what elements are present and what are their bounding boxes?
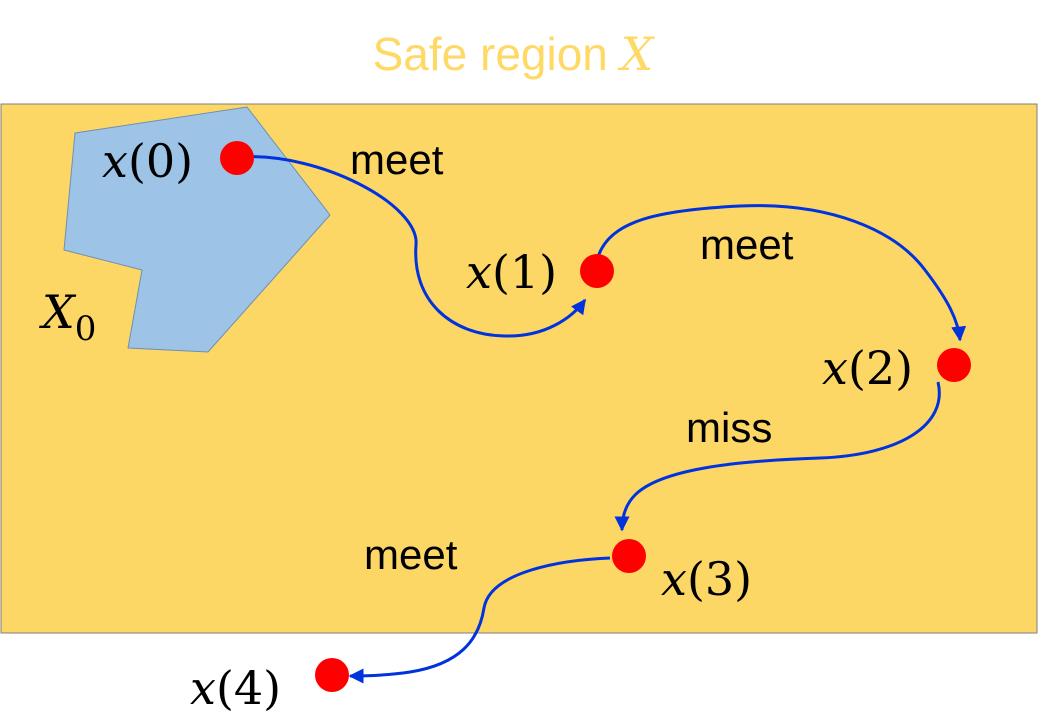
state-label-0-var: x [102,134,128,188]
state-label-3-var: x [661,552,687,606]
state-point-4 [315,658,349,692]
initial-set-label: X0 [39,285,96,349]
state-label-2-index: (2) [848,341,913,395]
state-label-1-index: (1) [492,245,557,299]
state-label-4-index: (4) [216,661,281,715]
state-point-1 [580,254,614,288]
transition-arrow-2-3 [614,381,941,532]
state-label-3-index: (3) [687,552,752,606]
state-label-0: x(0) [102,134,193,188]
transition-arrow-0-1 [239,155,587,338]
transition-label-1: meet [700,221,794,268]
state-point-2 [937,348,971,382]
initial-set-polygon [63,106,331,353]
state-label-1: x(1) [466,245,557,299]
transition-label-2: miss [686,404,772,451]
state-label-0-index: (0) [128,134,193,188]
title-prefix: Safe region [373,28,621,80]
initial-set-symbol: X [39,285,77,339]
state-label-4-var: x [190,661,216,715]
state-point-3 [612,539,646,573]
initial-set-subscript: 0 [75,309,97,349]
transition-label-3: meet [364,531,458,578]
state-label-1-var: x [466,245,492,299]
transition-arrow-3-4 [348,556,611,684]
title-variable: X [618,27,656,81]
state-label-3: x(3) [661,552,752,606]
state-label-2-var: x [822,341,848,395]
transition-arrow-1-2 [596,204,967,342]
state-label-2: x(2) [822,341,913,395]
transition-label-0: meet [350,136,444,183]
state-label-4: x(4) [190,661,281,715]
state-point-0 [220,141,254,175]
diagram-title: Safe region X [373,27,656,81]
